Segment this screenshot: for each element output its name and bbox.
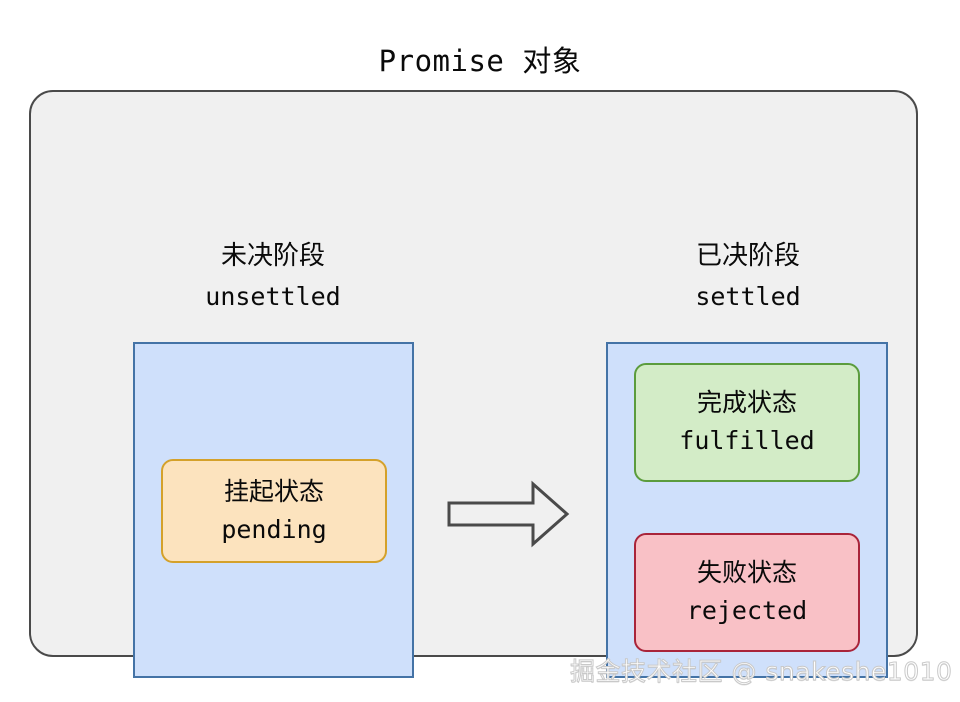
state-box-fulfilled: 完成状态 fulfilled xyxy=(634,363,860,482)
state-box-pending: 挂起状态 pending xyxy=(161,459,387,563)
state-label-en-pending: pending xyxy=(221,514,327,544)
phase-label-en-settled: settled xyxy=(695,281,801,311)
state-label-en-rejected: rejected xyxy=(686,596,808,625)
phase-panel-unsettled: 挂起状态 pending xyxy=(133,342,414,678)
state-label-cn-pending: 挂起状态 xyxy=(223,476,324,506)
state-box-rejected: 失败状态 rejected xyxy=(634,533,860,652)
phase-panel-settled: 完成状态 fulfilled 失败状态 rejected xyxy=(606,342,888,678)
page-title: Promise 对象 xyxy=(378,44,582,78)
phase-label-en-unsettled: unsettled xyxy=(205,281,341,311)
arrow-right-icon xyxy=(447,480,570,548)
phase-label-cn-settled: 已决阶段 xyxy=(695,241,800,271)
state-label-cn-rejected: 失败状态 xyxy=(696,558,797,588)
phase-header-settled: 已决阶段 settled xyxy=(598,242,898,310)
promise-object-container: 未决阶段 unsettled 挂起状态 pending 已决阶段 settled… xyxy=(29,90,918,678)
phase-header-unsettled: 未决阶段 unsettled xyxy=(123,242,423,310)
state-label-en-fulfilled: fulfilled xyxy=(679,426,815,455)
phase-label-cn-unsettled: 未决阶段 xyxy=(220,241,325,271)
state-label-cn-fulfilled: 完成状态 xyxy=(696,388,797,418)
